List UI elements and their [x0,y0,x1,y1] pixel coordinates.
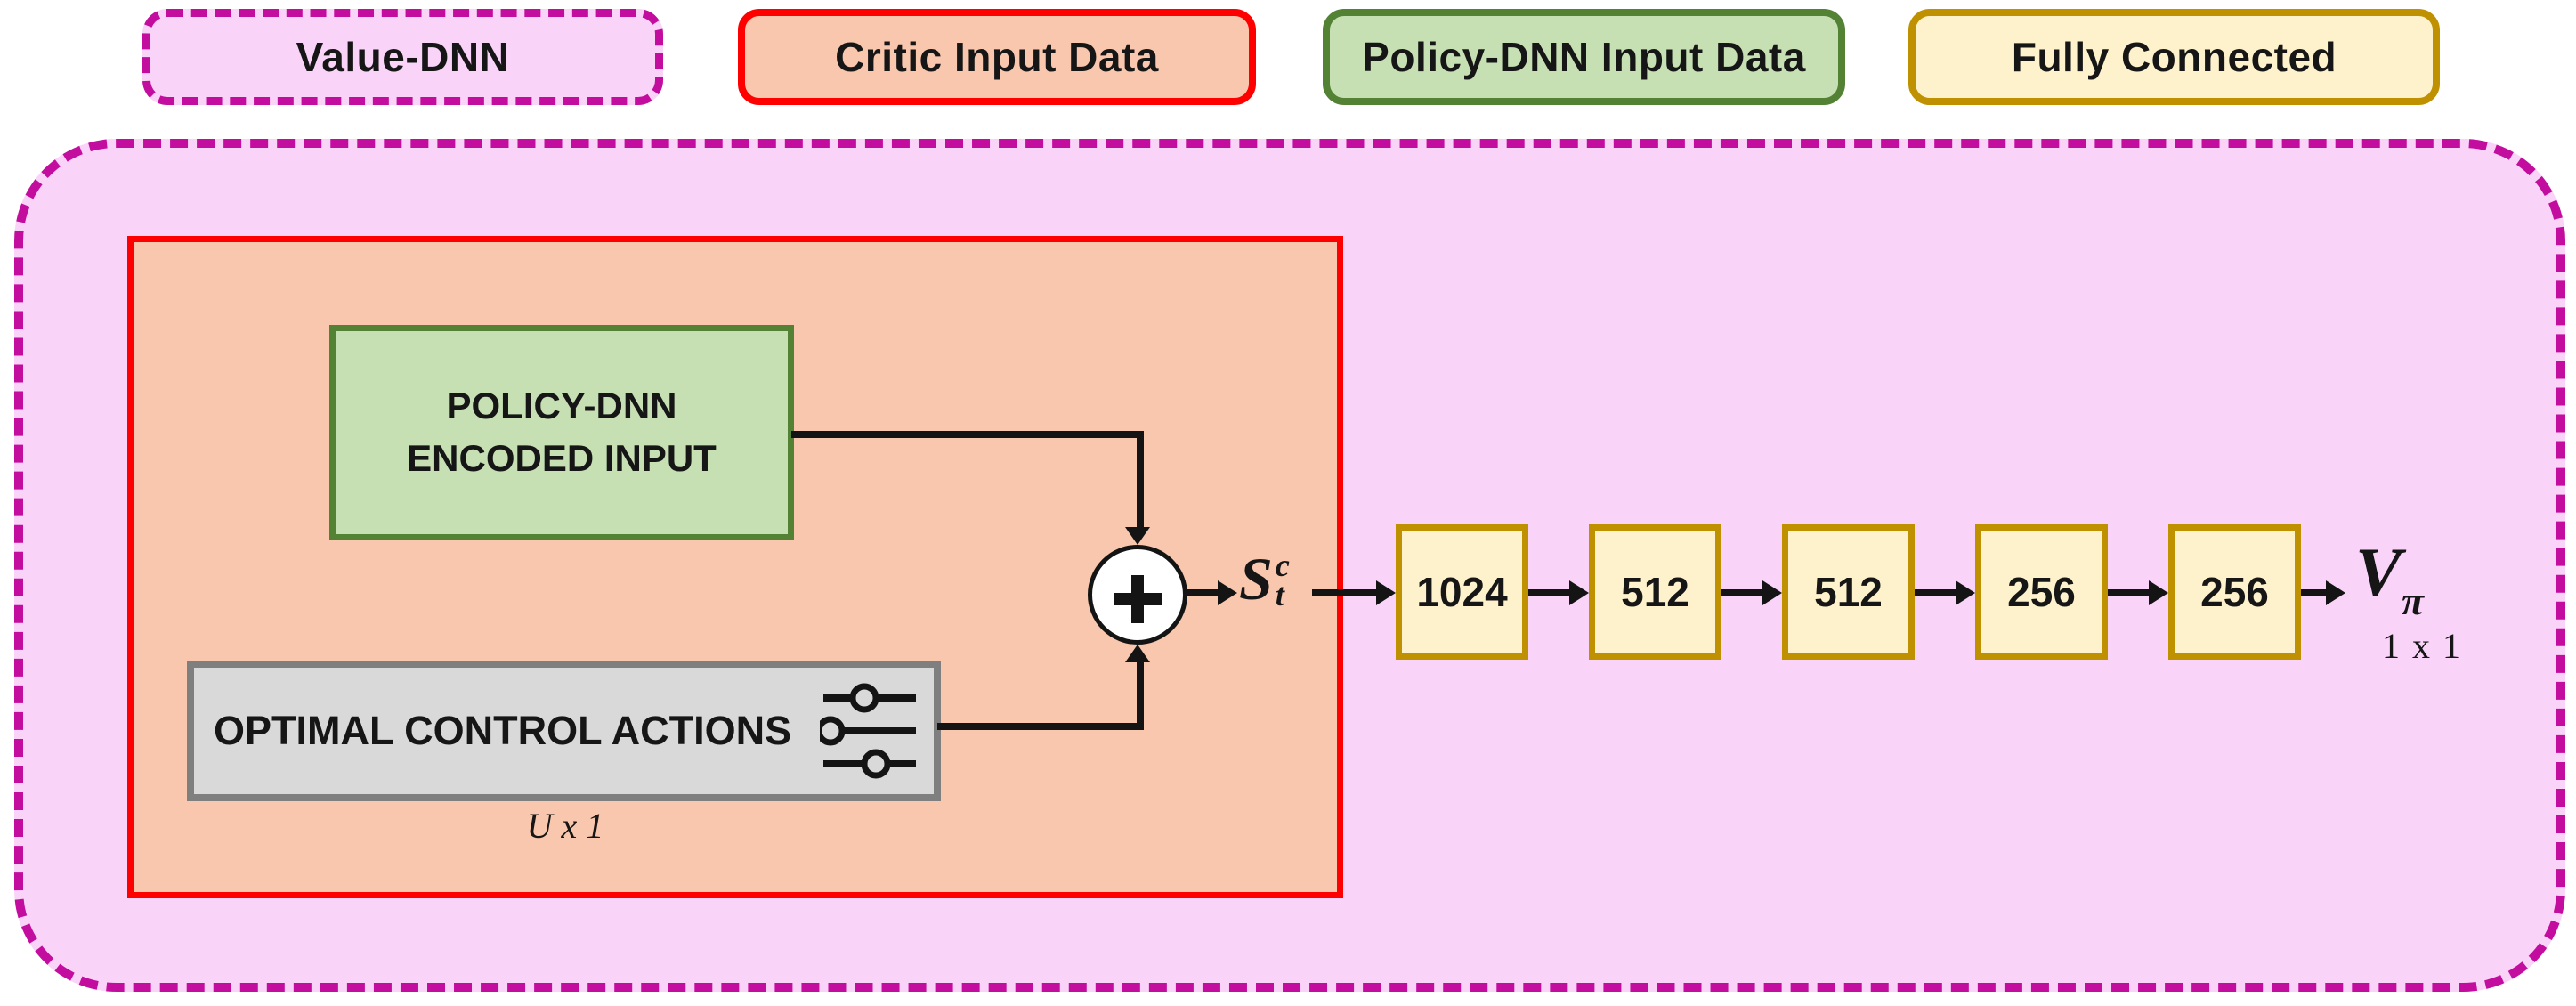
value-output-label: V π [2355,533,2424,621]
sum-node [1088,545,1187,645]
connector-state-to-fc1 [1312,589,1376,596]
fc-layer-256b: 256 [2168,524,2301,660]
connector-fc2-fc3 [1721,589,1762,596]
critic-state-label: S c t [1239,545,1290,613]
fc-layer-1024: 1024 [1396,524,1528,660]
policy-encoded-line1: POLICY-DNN [446,385,677,427]
arrowhead-fc2-fc3 [1762,580,1782,605]
output-subscript: π [2402,578,2425,623]
arrowhead-to-fc1 [1376,580,1396,605]
optimal-control-actions-label: OPTIMAL CONTROL ACTIONS [214,708,792,753]
policy-dnn-encoded-input-box: POLICY-DNN ENCODED INPUT [329,325,794,540]
connector-actions-horizontal [937,723,1144,730]
connector-fc1-fc2 [1528,589,1569,596]
plus-icon-vertical [1131,575,1144,623]
legend-policy-input-label: Policy-DNN Input Data [1362,34,1806,80]
connector-policy-vertical [1137,431,1144,529]
fc-layer-256a: 256 [1975,524,2108,660]
arrowhead-fc4-fc5 [2149,580,2168,605]
arrowhead-to-state [1218,580,1237,605]
legend-critic-input-label: Critic Input Data [835,34,1159,80]
arrowhead-to-output [2326,580,2345,605]
arrowhead-fc3-fc4 [1956,580,1975,605]
connector-policy-horizontal [791,431,1144,438]
state-superscript: c [1275,547,1290,583]
state-base: S [1239,545,1273,613]
arrowhead-into-sum-top [1125,527,1150,545]
output-dimension-label: 1 x 1 [2382,626,2462,666]
connector-fc3-fc4 [1915,589,1956,596]
connector-fc5-output [2301,589,2326,596]
optimal-control-actions-box: OPTIMAL CONTROL ACTIONS [187,661,941,801]
output-base: V [2355,533,2402,611]
legend-value-dnn-label: Value-DNN [296,34,510,80]
connector-actions-vertical [1137,662,1144,730]
legend-value-dnn: Value-DNN [142,9,663,105]
legend-fully-connected-label: Fully Connected [2011,34,2337,80]
state-subscript: t [1275,577,1284,613]
fc-layer-512a: 512 [1589,524,1721,660]
state-scripts: c t [1275,547,1290,613]
legend-fully-connected: Fully Connected [1908,9,2440,105]
actions-dimension-label: U x 1 [526,806,604,846]
legend-policy-dnn-input-data: Policy-DNN Input Data [1323,9,1845,105]
legend-critic-input-data: Critic Input Data [738,9,1256,105]
connector-sum-to-state [1187,589,1219,596]
sliders-icon [820,683,916,779]
arrowhead-into-sum-bottom [1125,645,1150,662]
connector-fc4-fc5 [2108,589,2149,596]
fc-layer-512b: 512 [1782,524,1915,660]
policy-encoded-line2: ENCODED INPUT [407,437,717,479]
arrowhead-fc1-fc2 [1569,580,1589,605]
